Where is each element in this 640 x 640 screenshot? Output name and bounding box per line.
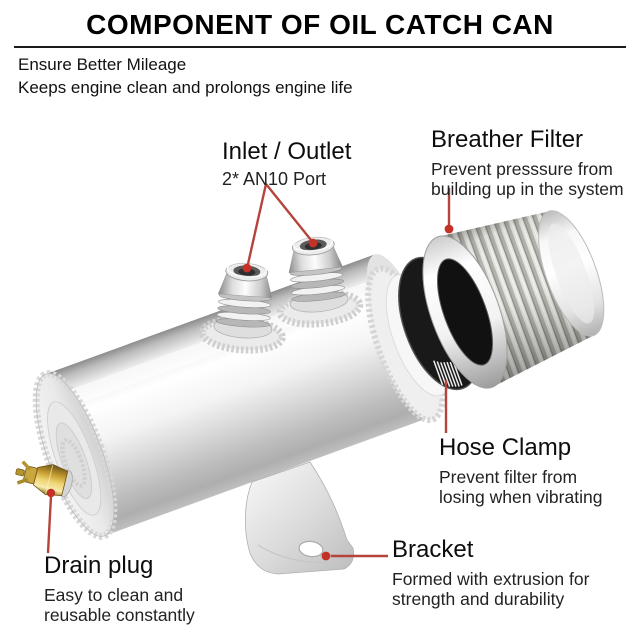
callout-lines (46, 183, 451, 558)
tagline-engine: Keeps engine clean and prolongs engine l… (18, 78, 353, 97)
callout-hose-clamp-label: Hose Clamp (439, 434, 572, 461)
callout-breather-filter-label: Breather Filter (431, 126, 584, 153)
callout-bracket: Bracket Formed with extrusion for streng… (392, 536, 589, 609)
bracket (244, 461, 354, 575)
callout-inlet-outlet: Inlet / Outlet 2* AN10 Port (222, 138, 351, 189)
callout-hose-clamp: Hose Clamp Prevent filter from losing wh… (439, 434, 602, 507)
callout-dots (46, 224, 454, 561)
breather-filter (422, 210, 605, 389)
callout-breather-filter-desc: Prevent presssure from building up in th… (431, 159, 624, 199)
clamp-slots (433, 360, 463, 388)
title-divider (14, 46, 626, 48)
bracket-hole (298, 540, 324, 558)
tagline-mileage: Ensure Better Mileage (18, 55, 187, 74)
callout-drain-plug-desc: Easy to clean and reusable constantly (44, 585, 195, 625)
callout-bracket-label: Bracket (392, 536, 474, 563)
can-end-cap (32, 370, 118, 540)
drain-plug (15, 460, 73, 498)
callout-inlet-outlet-desc: 2* AN10 Port (222, 169, 327, 189)
callout-hose-clamp-desc: Prevent filter from losing when vibratin… (439, 467, 603, 507)
callout-drain-plug: Drain plug Easy to clean and reusable co… (44, 552, 195, 625)
callout-inlet-outlet-label: Inlet / Outlet (222, 138, 352, 165)
callout-drain-plug-label: Drain plug (44, 552, 154, 579)
page-title: COMPONENT OF OIL CATCH CAN (86, 9, 554, 40)
callout-bracket-desc: Formed with extrusion for strength and d… (392, 569, 590, 609)
callout-breather-filter: Breather Filter Prevent presssure from b… (431, 126, 624, 199)
